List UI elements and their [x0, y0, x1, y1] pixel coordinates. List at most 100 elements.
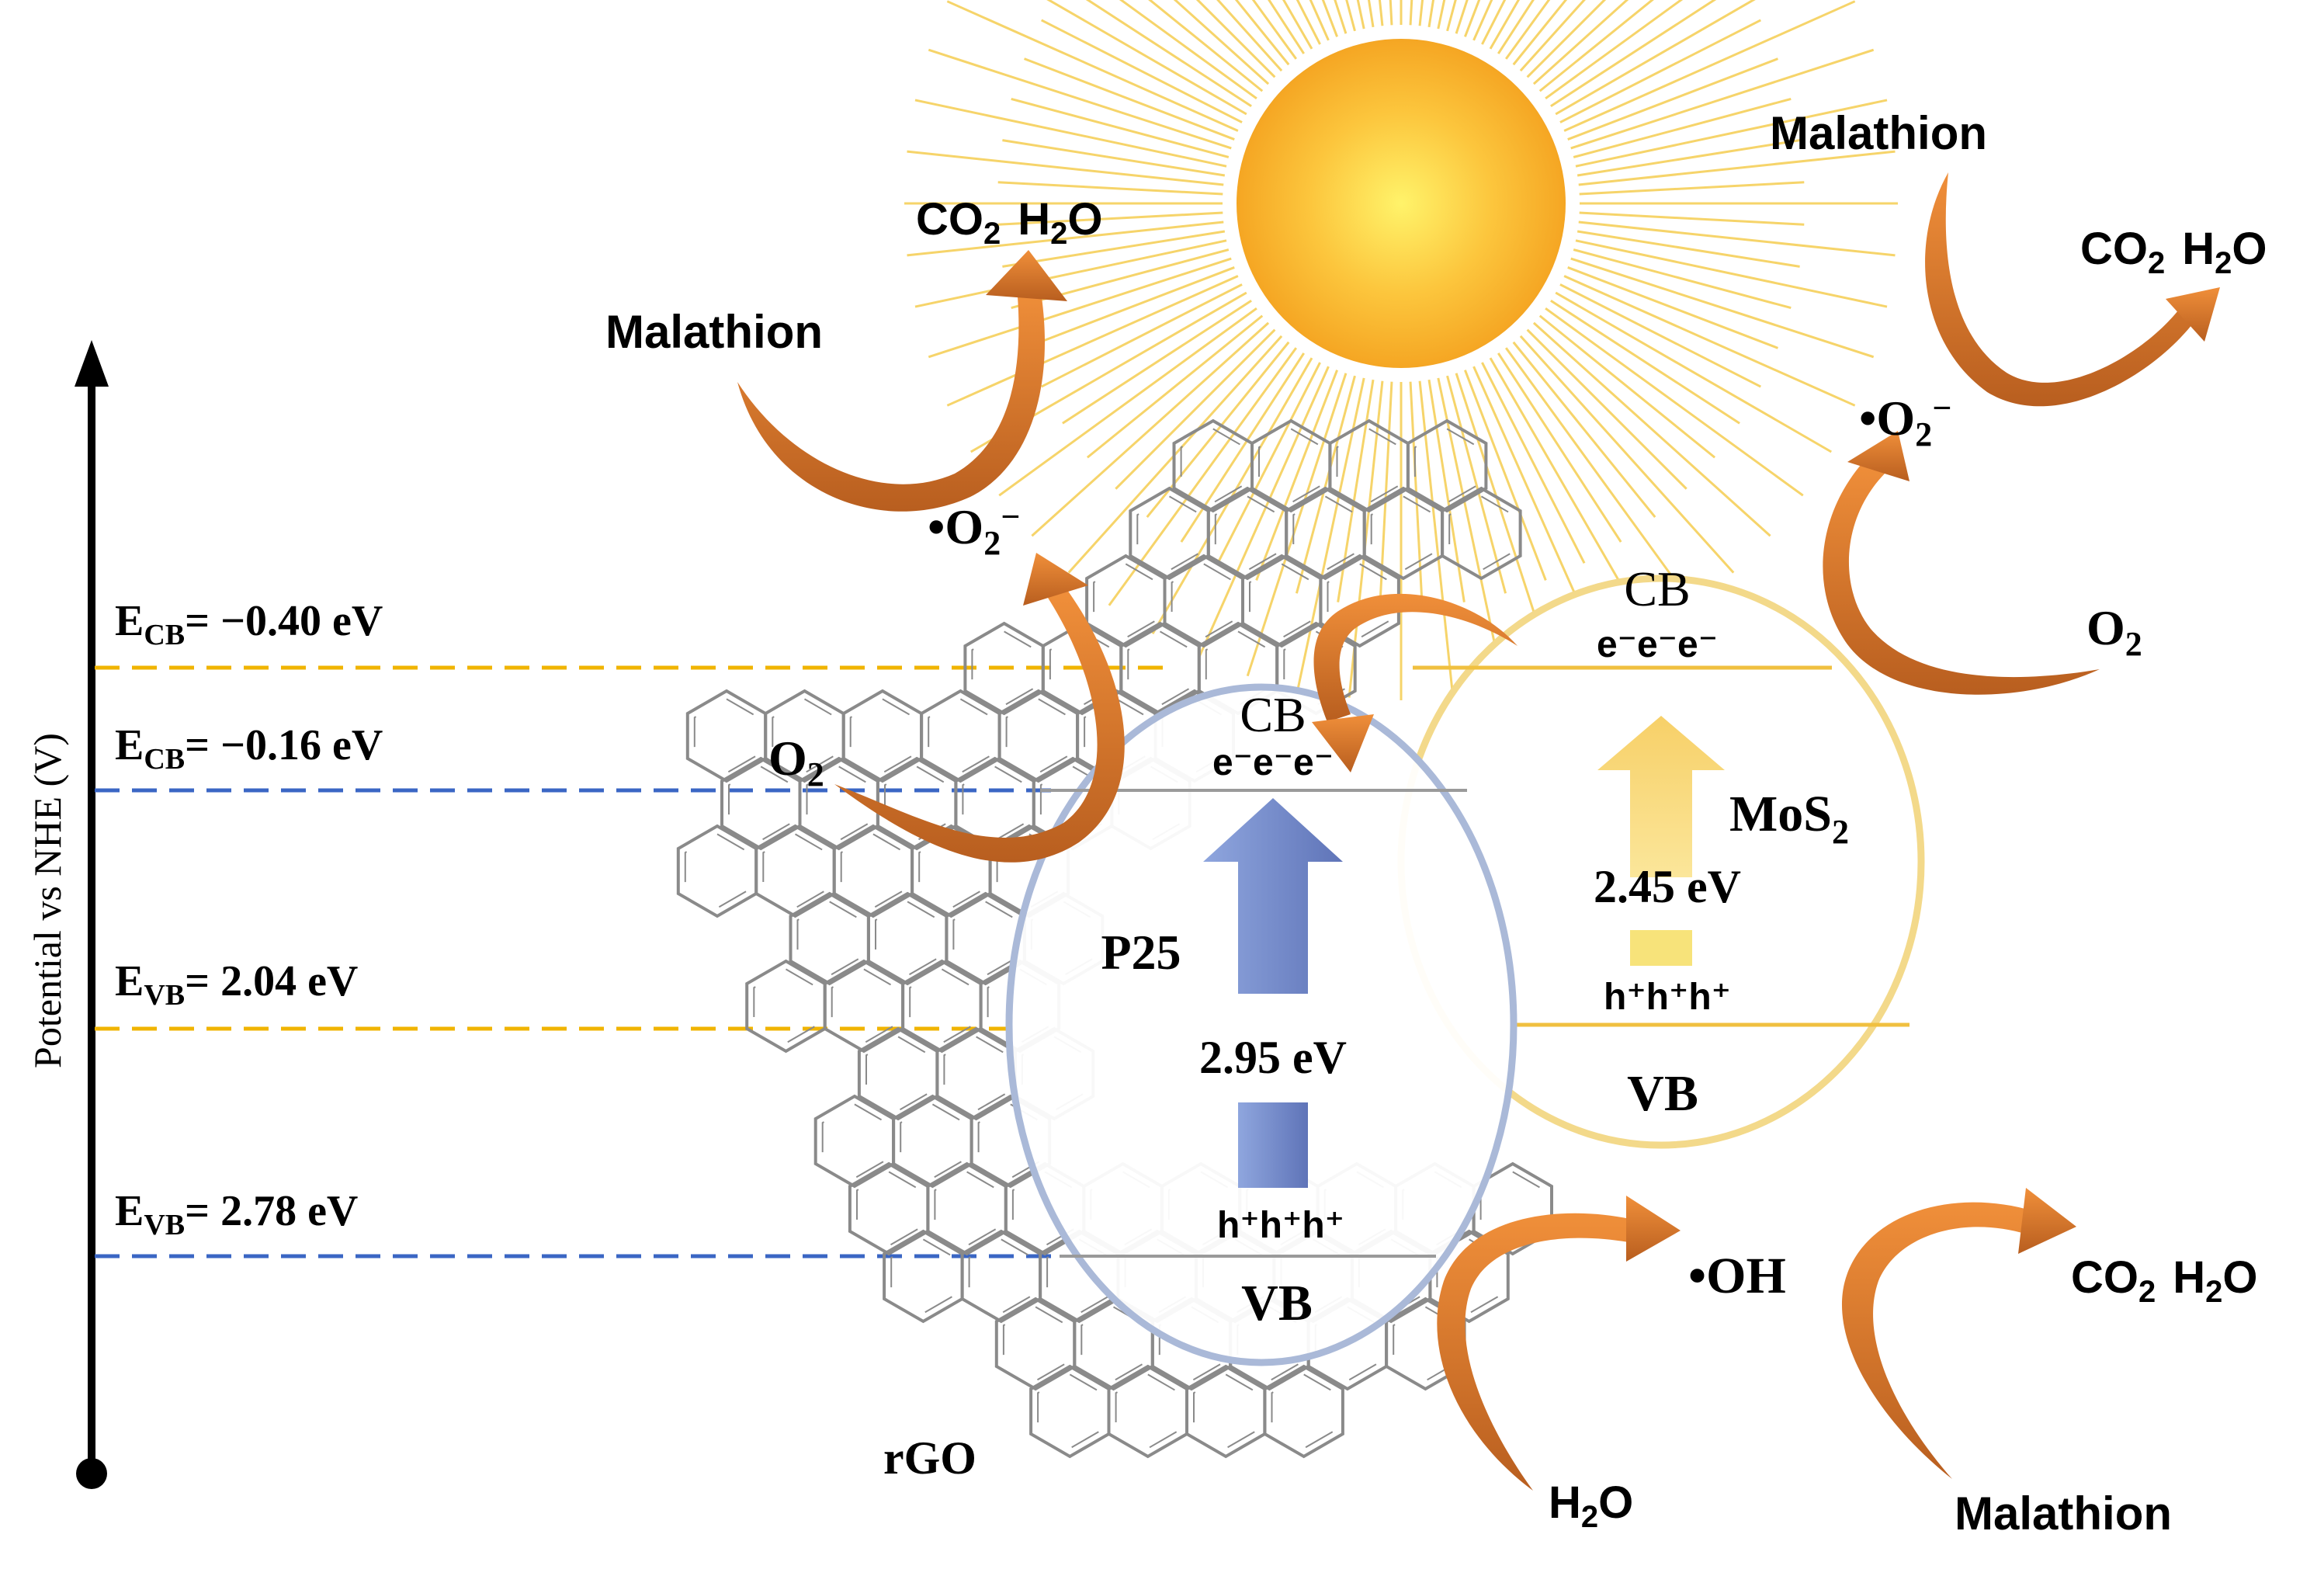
- sun-ray: [928, 48, 1232, 150]
- pollutant-label-bottom-right: Malathion: [1955, 1488, 2172, 1540]
- sun-ray: [946, 275, 1239, 407]
- graphene-hexagon: [685, 689, 768, 783]
- sun-ray: [1538, 0, 1654, 92]
- sun-ray: [1567, 266, 1778, 349]
- graphene-double-bond: [962, 765, 1028, 842]
- sun-ray: [1040, 19, 1243, 123]
- sun-ray: [914, 99, 1227, 168]
- graphene-double-bond: [796, 901, 862, 977]
- sun-ray: [1173, 0, 1270, 85]
- sun-ray: [907, 150, 1224, 186]
- sun-ray: [1464, 370, 1547, 581]
- graphene-double-bond: [1171, 563, 1237, 639]
- sun-ray: [1086, 314, 1264, 459]
- level-label-cb-mos2: ECB= −0.40 eV: [115, 597, 383, 651]
- sun-ray: [1497, 0, 1535, 54]
- graphene-double-bond: [684, 833, 751, 909]
- graphene-double-bond: [1283, 630, 1349, 706]
- sun-ray: [1234, 0, 1290, 66]
- rgo-label: rGO: [883, 1432, 976, 1484]
- sun-ray: [1512, 341, 1656, 519]
- graphene-double-bond: [762, 833, 828, 909]
- sun-ray: [914, 239, 1227, 308]
- graphene-double-bond: [1214, 495, 1281, 571]
- level-label-vb-mos2: EVB= 2.04 eV: [115, 957, 358, 1012]
- sun-ray: [1545, 307, 1804, 497]
- graphene-double-bond: [909, 968, 975, 1044]
- sun-ray: [1024, 266, 1235, 349]
- level-label-cb-p25: ECB= −0.16 eV: [115, 721, 383, 776]
- sun-ray: [1378, 0, 1384, 26]
- graphene-double-bond: [1049, 630, 1115, 706]
- sun-ray: [1497, 352, 1622, 543]
- arrow-o2-to-superoxide-left: [834, 553, 1125, 863]
- graphene-double-bond: [1180, 428, 1246, 504]
- sun-ray: [1578, 220, 1896, 257]
- sun-ray: [1532, 321, 1771, 537]
- sun-ray: [1512, 0, 1568, 66]
- graphene-double-bond: [928, 698, 994, 774]
- p25-arrow-tail: [1238, 1102, 1308, 1188]
- sun-ray: [1550, 300, 1740, 425]
- graphene-double-bond: [728, 765, 794, 842]
- graphene-double-bond: [840, 833, 907, 909]
- sun-ray: [1567, 57, 1778, 141]
- sun-ray: [1246, 373, 1348, 677]
- graphene-double-bond: [977, 1103, 1043, 1179]
- graphene-double-bond: [1205, 630, 1271, 706]
- sun-ray: [907, 220, 1224, 257]
- sun-ray: [928, 257, 1232, 359]
- sun-ray: [1002, 230, 1226, 268]
- sun-ray: [1180, 352, 1305, 543]
- sun-ray: [1024, 57, 1235, 141]
- sun-ray: [1489, 0, 1520, 50]
- graphene-double-bond: [1093, 563, 1159, 639]
- graphene-double-bond: [1448, 495, 1514, 571]
- graphene-double-bond: [1292, 495, 1358, 571]
- sun-ray: [1526, 328, 1688, 490]
- water-label: H2O: [1549, 1477, 1633, 1534]
- graphene-double-bond: [1005, 698, 1071, 774]
- potential-dashed-lines: [95, 665, 1164, 1258]
- graphene-double-bond: [1046, 1238, 1112, 1314]
- graphene-hexagon: [1319, 554, 1400, 648]
- graphene-double-bond: [1327, 563, 1393, 639]
- sun-ray: [1031, 321, 1270, 537]
- sun-ray: [1216, 0, 1283, 72]
- sun-ray: [1119, 0, 1257, 100]
- sun-icon: [1237, 39, 1566, 368]
- sun-ray: [1578, 150, 1896, 186]
- graphene-double-bond: [1127, 630, 1193, 706]
- sun-ray: [1295, 375, 1356, 594]
- sun-ray: [1577, 230, 1800, 268]
- axis-origin-dot: [76, 1458, 107, 1489]
- graphene-double-bond: [831, 968, 897, 1044]
- sun-ray: [1464, 0, 1481, 37]
- arrow-malathion-to-co2-left: [737, 250, 1067, 512]
- oxygen-label-right: O2: [2086, 600, 2142, 663]
- graphene-double-bond: [1249, 563, 1315, 639]
- graphene-double-bond: [1084, 698, 1150, 774]
- potential-axis: [75, 340, 109, 1489]
- superoxide-label-right: •O2−: [1859, 389, 1951, 453]
- graphene-double-bond: [875, 901, 941, 977]
- graphene-double-bond: [884, 765, 950, 842]
- mos2-cb-label: CB: [1624, 561, 1690, 616]
- p25-particle: [1005, 683, 1518, 1366]
- mos2-band-gap: 2.45 eV: [1594, 861, 1741, 912]
- sun-ray: [1504, 347, 1694, 606]
- sun-ray: [1526, 0, 1607, 78]
- graphene-double-bond: [865, 1036, 931, 1112]
- graphene-double-bond: [1413, 428, 1480, 504]
- sun-ray: [1282, 0, 1313, 50]
- sun-ray: [1446, 375, 1507, 594]
- sun-ray: [1062, 300, 1252, 425]
- sun-ray: [1575, 239, 1888, 308]
- p25-electrons: e⁻e⁻e⁻: [1212, 742, 1334, 783]
- graphene-double-bond: [943, 1036, 1009, 1112]
- sun-ray: [1268, 0, 1305, 54]
- sun-ray: [1545, 0, 1684, 100]
- p25-name: P25: [1101, 925, 1181, 980]
- sun-ray: [1559, 283, 1762, 388]
- sun-ray: [1579, 211, 1805, 226]
